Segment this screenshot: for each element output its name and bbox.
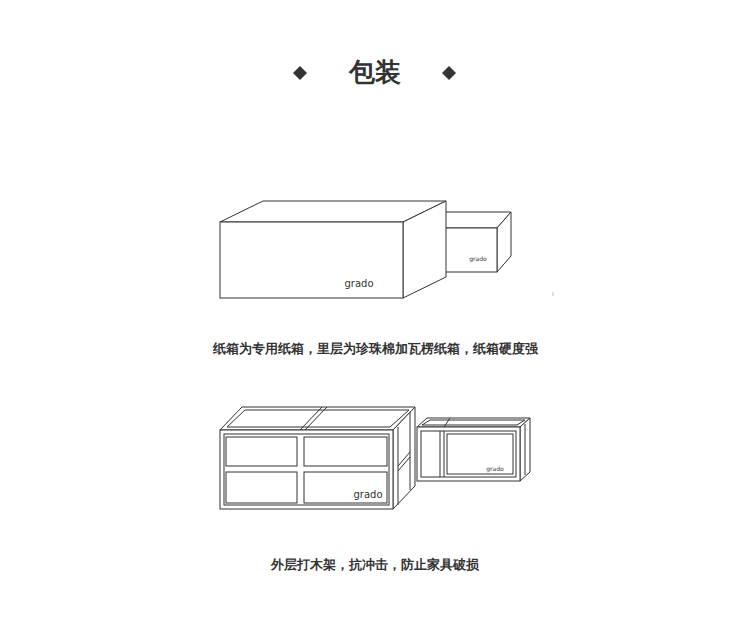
title: 包装 <box>349 57 401 88</box>
carton-boxes <box>220 201 511 298</box>
description-text: 纸箱为专用纸箱，里层为珍珠棉加瓦楞纸箱，纸箱硬度强 <box>213 341 538 357</box>
mark <box>553 292 554 296</box>
brand-logo: grado <box>486 465 503 472</box>
brand-logo: grado <box>344 278 373 290</box>
brand-logo: grado <box>353 489 382 501</box>
wooden-crates <box>220 407 530 509</box>
brand-logo: grado <box>469 255 486 262</box>
description-text: 外层打木架，抗冲击，防止家具破损 <box>271 557 479 573</box>
